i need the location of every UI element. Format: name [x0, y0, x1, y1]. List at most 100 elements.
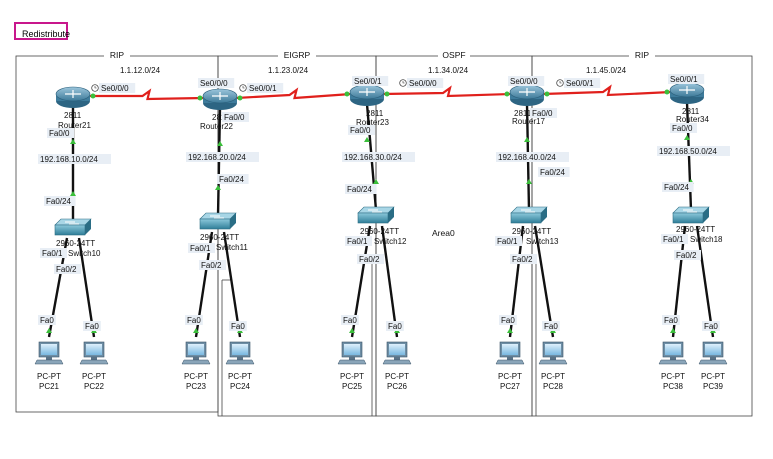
serial-interface-label-bg [407, 78, 444, 88]
pc-icon[interactable] [337, 341, 367, 365]
router-model-label: 2811 [366, 109, 384, 118]
serial-interface-label: Se0/0/0 [510, 77, 538, 86]
pc-icon[interactable] [34, 341, 64, 365]
switch-icon[interactable] [672, 206, 710, 224]
switch-port-label-bg [661, 234, 688, 244]
router-name-label: Router34 [676, 115, 709, 124]
router-fa-label: Fa0/0 [672, 124, 693, 133]
switch-icon[interactable] [510, 206, 548, 224]
pc-type-label: PC-PT [37, 372, 61, 381]
pc-icon[interactable] [79, 341, 109, 365]
switch-port-label-bg [357, 254, 384, 264]
ethernet-link [380, 225, 399, 338]
pc-port-label-bg [702, 321, 720, 331]
router-fa-label-bg [222, 112, 249, 122]
serial-network-label: 1.1.23.0/24 [268, 66, 309, 75]
router-icon[interactable] [202, 88, 238, 110]
serial-interface-label: Se0/0/0 [409, 79, 437, 88]
switch-port-label-bg [495, 236, 522, 246]
redistribute-button[interactable]: Redistribute [14, 22, 70, 40]
serial-link [542, 84, 672, 97]
serial-network-label: 1.1.12.0/24 [120, 66, 161, 75]
pc-type-label: PC-PT [498, 372, 522, 381]
pc-port-label-bg [662, 315, 680, 325]
pc-port-label: Fa0 [544, 322, 558, 331]
serial-link [89, 88, 205, 101]
pc-icon[interactable] [698, 341, 728, 365]
pc-icon[interactable] [538, 341, 568, 365]
switch-port-label: Fa0/1 [497, 237, 518, 246]
serial-interface-label-bg [508, 76, 545, 86]
switch-port-label-bg [674, 250, 701, 260]
pc-name-label: PC25 [342, 382, 363, 391]
serial-interface-label: Se0/0/1 [354, 77, 382, 86]
switch-uplink-port-label: Fa0/24 [540, 168, 565, 177]
pc-icon[interactable] [225, 341, 255, 365]
router-icon[interactable] [669, 82, 705, 104]
link-status-led [90, 93, 96, 99]
pc-name-label: PC21 [39, 382, 60, 391]
pc-type-label: PC-PT [340, 372, 364, 381]
switch-uplink-port-label-bg [538, 167, 570, 177]
pc-icon[interactable] [181, 341, 211, 365]
switch-port-label: Fa0/2 [512, 255, 533, 264]
router-model-label: 2811 [682, 107, 700, 116]
switch-name-label: Switch10 [68, 249, 101, 258]
router-name-label: Router23 [356, 118, 389, 127]
lan-network-label: 192.168.40.0/24 [498, 153, 556, 162]
serial-interface-label-bg [352, 76, 389, 86]
lan-network-label-bg [657, 146, 730, 156]
pc-port-label-bg [229, 321, 247, 331]
switch-model-label: 2960-24TT [360, 227, 399, 236]
pc-icon[interactable] [495, 341, 525, 365]
pc-icon[interactable] [382, 341, 412, 365]
switch-port-label: Fa0/2 [56, 265, 77, 274]
lan-network-label: 192.168.10.0/24 [40, 155, 98, 164]
router-icon[interactable] [509, 84, 545, 106]
routing-area-label-bg [278, 50, 316, 60]
pc-name-label: PC28 [543, 382, 564, 391]
router-icon[interactable] [349, 84, 385, 106]
routing-area-label-bg [104, 50, 130, 60]
switch-port-label-bg [345, 236, 372, 246]
pc-port-label-bg [341, 315, 359, 325]
link-status-triangle [46, 328, 52, 333]
switch-model-label: 2960-24TT [56, 239, 95, 248]
routing-area-label: RIP [110, 50, 125, 60]
switch-port-label-bg [510, 254, 537, 264]
pc-name-label: PC39 [703, 382, 724, 391]
serial-interface-label-bg [564, 78, 601, 88]
serial-network-label: 1.1.34.0/24 [428, 66, 469, 75]
serial-interface-label-bg [668, 74, 705, 84]
serial-interface-label-bg [99, 83, 136, 93]
serial-interface-label: Se0/0/1 [249, 84, 277, 93]
switch-icon[interactable] [54, 218, 92, 236]
switch-icon[interactable] [357, 206, 395, 224]
pc-port-label: Fa0 [664, 316, 678, 325]
pc-port-label-bg [38, 315, 56, 325]
link-status-triangle [524, 137, 530, 142]
pc-port-label: Fa0 [187, 316, 201, 325]
router-fa-label: Fa0/0 [49, 129, 70, 138]
switch-name-label: Switch11 [216, 243, 248, 252]
switch-name-label: Switch18 [690, 235, 723, 244]
lan-network-label: 192.168.30.0/24 [344, 153, 402, 162]
routing-area-label: OSPF [442, 50, 465, 60]
lan-network-label: 192.168.50.0/24 [659, 147, 717, 156]
link-status-led [544, 91, 550, 97]
switch-name-label: Switch12 [374, 237, 407, 246]
link-status-triangle [193, 328, 199, 333]
pc-name-label: PC23 [186, 382, 207, 391]
switch-uplink-port-label: Fa0/24 [347, 185, 372, 194]
pc-icon[interactable] [658, 341, 688, 365]
serial-interface-label: Se0/0/1 [566, 79, 594, 88]
switch-uplink-port-label-bg [217, 174, 249, 184]
switch-icon[interactable] [199, 212, 237, 230]
switch-port-label: Fa0/1 [190, 244, 211, 253]
router-icon[interactable] [55, 86, 91, 108]
switch-port-label-bg [40, 248, 67, 258]
switch-uplink-port-label: Fa0/24 [219, 175, 244, 184]
pc-name-label: PC27 [500, 382, 521, 391]
router-name-label: Router17 [512, 117, 545, 126]
pc-type-label: PC-PT [661, 372, 685, 381]
